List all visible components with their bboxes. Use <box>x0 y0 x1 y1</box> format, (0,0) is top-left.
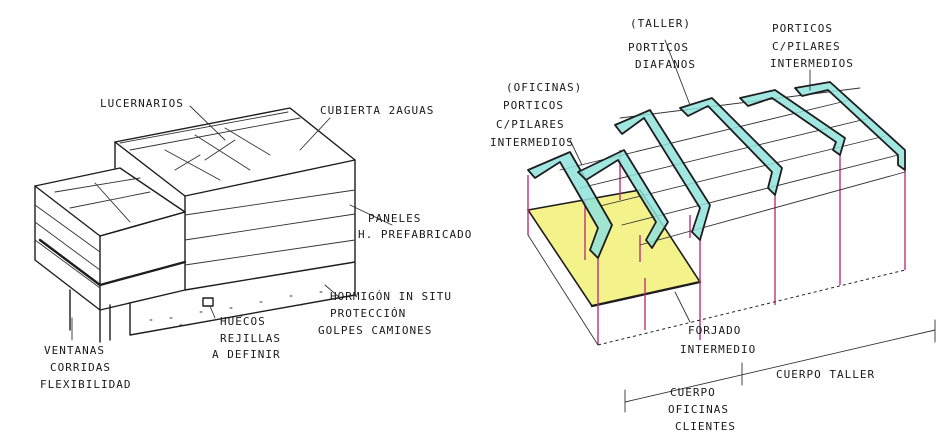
label-cuerpo-oficinas-2: OFICINAS <box>668 403 729 416</box>
label-oficinas-2: PORTICOS <box>503 99 564 112</box>
label-paneles-1: PANELES <box>368 212 421 225</box>
label-oficinas-3: C/PILARES <box>496 118 565 131</box>
label-paneles-2: H. PREFABRICADO <box>358 228 472 241</box>
exterior-building-sketch <box>34 105 393 343</box>
label-cubierta: CUBIERTA 2AGUAS <box>320 104 434 117</box>
label-ventanas-1: VENTANAS <box>44 344 105 357</box>
exterior-labels: LUCERNARIOS CUBIERTA 2AGUAS PANELES H. P… <box>40 97 472 391</box>
label-ventanas-2: CORRIDAS <box>50 361 111 374</box>
label-lucernarios: LUCERNARIOS <box>100 97 184 110</box>
label-huecos-2: REJILLAS <box>220 332 281 345</box>
label-forjado-1: FORJADO <box>688 324 741 337</box>
label-taller-2: PORTICOS <box>628 41 689 54</box>
label-porticos-1: PORTICOS <box>772 22 833 35</box>
label-taller-3: DIAFANOS <box>635 58 696 71</box>
label-hormigon-2: PROTECCIÓN <box>330 307 406 320</box>
label-oficinas-4: INTERMEDIOS <box>490 136 574 149</box>
label-cuerpo-oficinas-1: CUERPO <box>670 386 716 399</box>
label-porticos-3: INTERMEDIOS <box>770 57 854 70</box>
label-forjado-2: INTERMEDIO <box>680 343 756 356</box>
label-oficinas-1: (OFICINAS) <box>506 81 582 94</box>
label-cuerpo-taller: CUERPO TALLER <box>776 368 875 381</box>
label-huecos-3: A DEFINIR <box>212 348 281 361</box>
label-taller-1: (TALLER) <box>630 17 691 30</box>
label-hormigon-3: GOLPES CAMIONES <box>318 324 432 337</box>
label-ventanas-3: FLEXIBILIDAD <box>40 378 131 391</box>
label-cuerpo-oficinas-3: CLIENTES <box>675 420 736 433</box>
structure-sketch <box>526 39 936 413</box>
label-porticos-2: C/PILARES <box>772 40 841 53</box>
label-hormigon-1: HORMIGÓN IN SITU <box>330 290 452 303</box>
label-huecos-1: HUECOS <box>220 315 266 328</box>
structure-labels: (TALLER) PORTICOS DIAFANOS PORTICOS C/PI… <box>490 17 875 433</box>
